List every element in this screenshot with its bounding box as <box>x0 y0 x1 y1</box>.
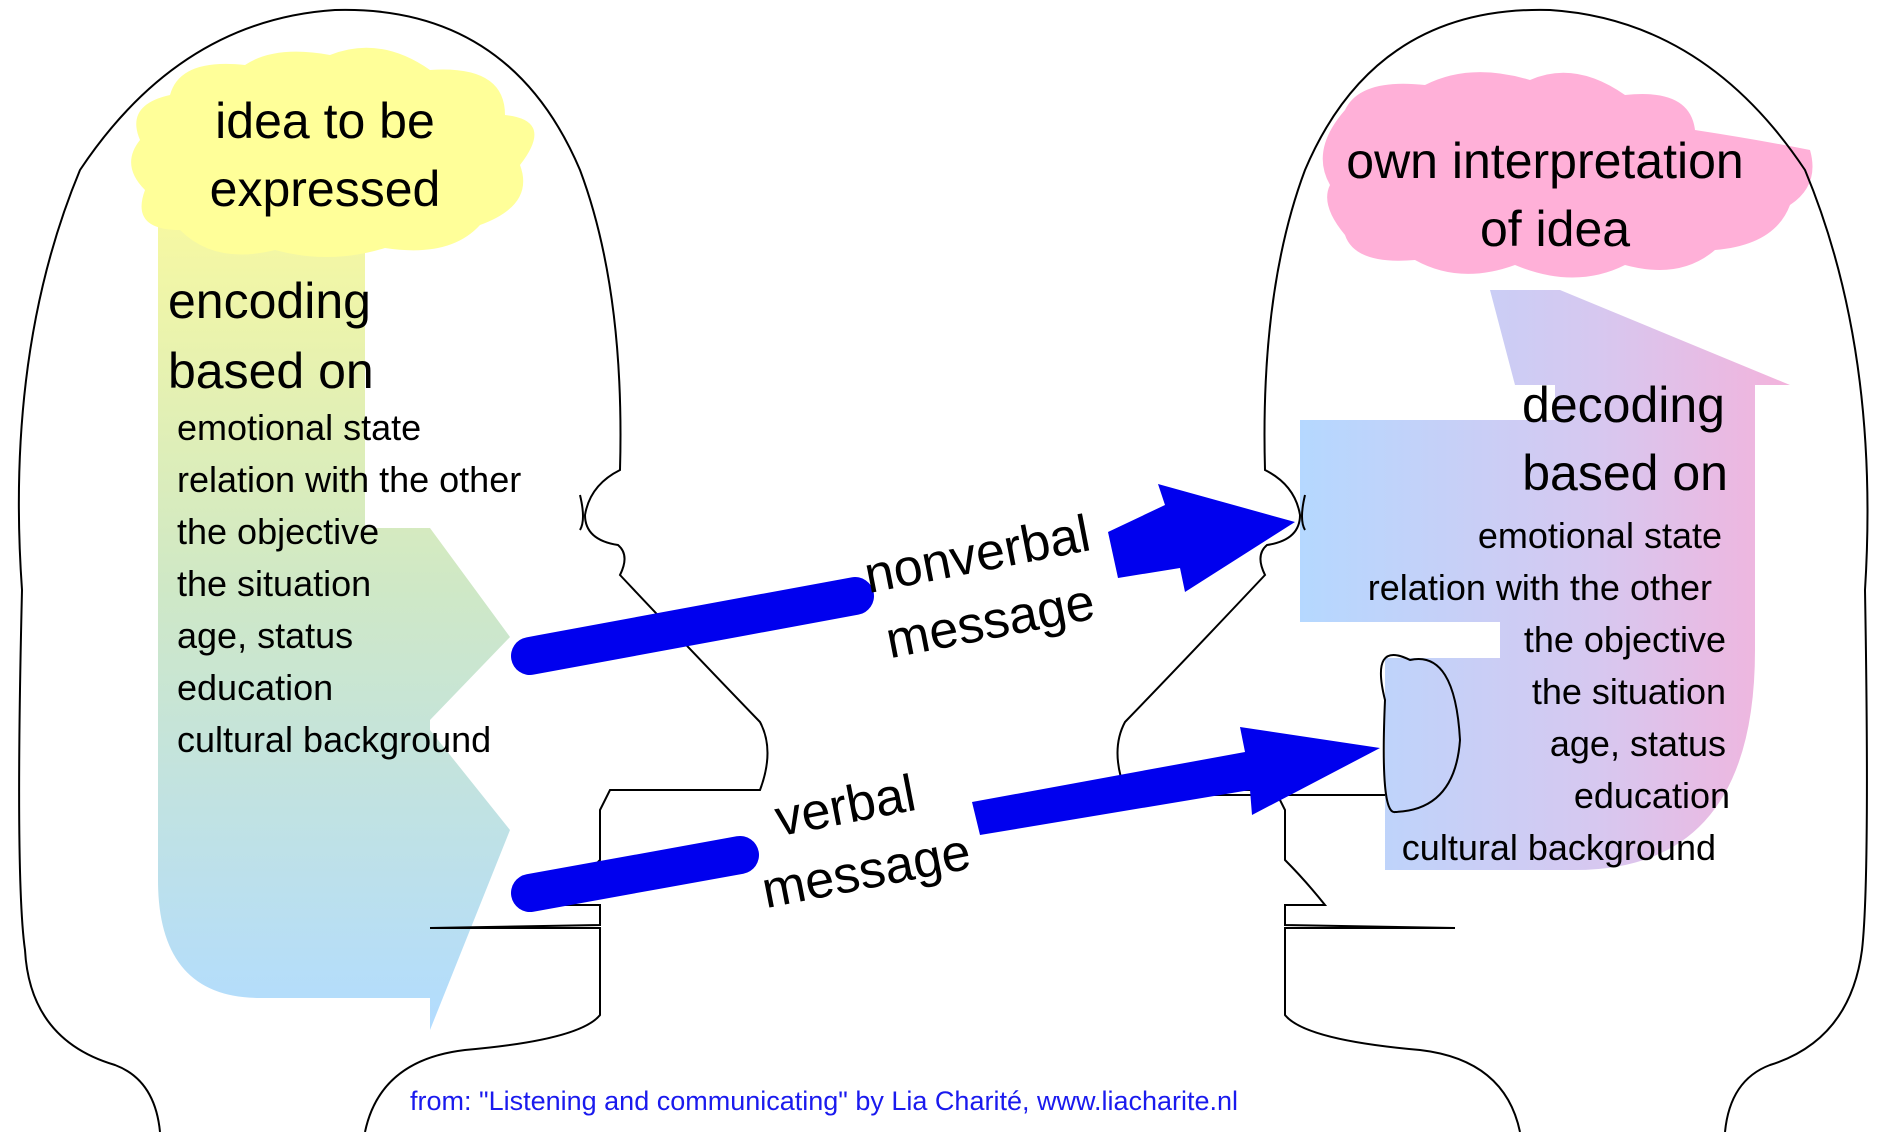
receiver-factor: age, status <box>1550 723 1726 764</box>
idea-line-1: idea to be <box>215 93 435 149</box>
encoding-heading: encoding based on <box>168 273 374 399</box>
decoding-line-2: based on <box>1522 445 1728 501</box>
interpretation-cloud <box>1322 72 1813 278</box>
decoding-heading: decoding based on <box>1522 377 1728 501</box>
sender-factors: emotional state relation with the other … <box>177 407 521 760</box>
nonverbal-label: nonverbal message <box>860 505 1100 671</box>
receiver-factor: the situation <box>1532 671 1726 712</box>
encoding-line-1: encoding <box>168 273 371 329</box>
receiver-factors: emotional state relation with the other … <box>1368 515 1730 868</box>
source-credit: from: "Listening and communicating" by L… <box>410 1086 1238 1116</box>
sender-factor: emotional state <box>177 407 421 448</box>
sender-factor: relation with the other <box>177 459 521 500</box>
interpretation-text: own interpretation of idea <box>1346 133 1743 257</box>
interpretation-line-2: of idea <box>1480 201 1630 257</box>
interpretation-line-1: own interpretation <box>1346 133 1743 189</box>
sender-factor: age, status <box>177 615 353 656</box>
idea-text: idea to be expressed <box>210 93 441 217</box>
decoding-line-1: decoding <box>1522 377 1725 433</box>
sender-factor: cultural background <box>177 719 491 760</box>
sender-factor: education <box>177 667 333 708</box>
receiver-factor: emotional state <box>1478 515 1722 556</box>
encoding-line-2: based on <box>168 343 374 399</box>
encoding-flow-shape <box>158 225 510 1030</box>
verbal-label: verbal message <box>757 764 975 920</box>
sender-factor: the situation <box>177 563 371 604</box>
receiver-factor: relation with the other <box>1368 567 1712 608</box>
sender-factor: the objective <box>177 511 379 552</box>
verbal-message-arrow <box>511 727 1380 912</box>
idea-cloud <box>131 47 535 258</box>
receiver-factor: the objective <box>1524 619 1726 660</box>
decoding-flow-shape <box>1300 290 1790 870</box>
receiver-factor: cultural background <box>1402 827 1716 868</box>
nonverbal-message-arrow <box>511 484 1295 675</box>
receiver-factor: education <box>1574 775 1730 816</box>
idea-line-2: expressed <box>210 161 441 217</box>
